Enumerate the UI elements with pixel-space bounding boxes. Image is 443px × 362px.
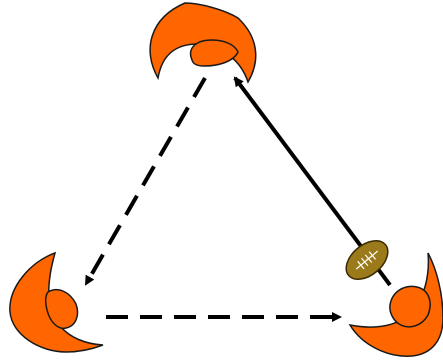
pass-arrow-top-to-bottom-left (84, 76, 207, 286)
player-marker-icon-bottom-left (9, 251, 104, 353)
player-marker-icon-bottom-right (348, 252, 443, 357)
rugby-ball-icon (345, 240, 389, 280)
player-marker-icon-top (149, 2, 257, 84)
